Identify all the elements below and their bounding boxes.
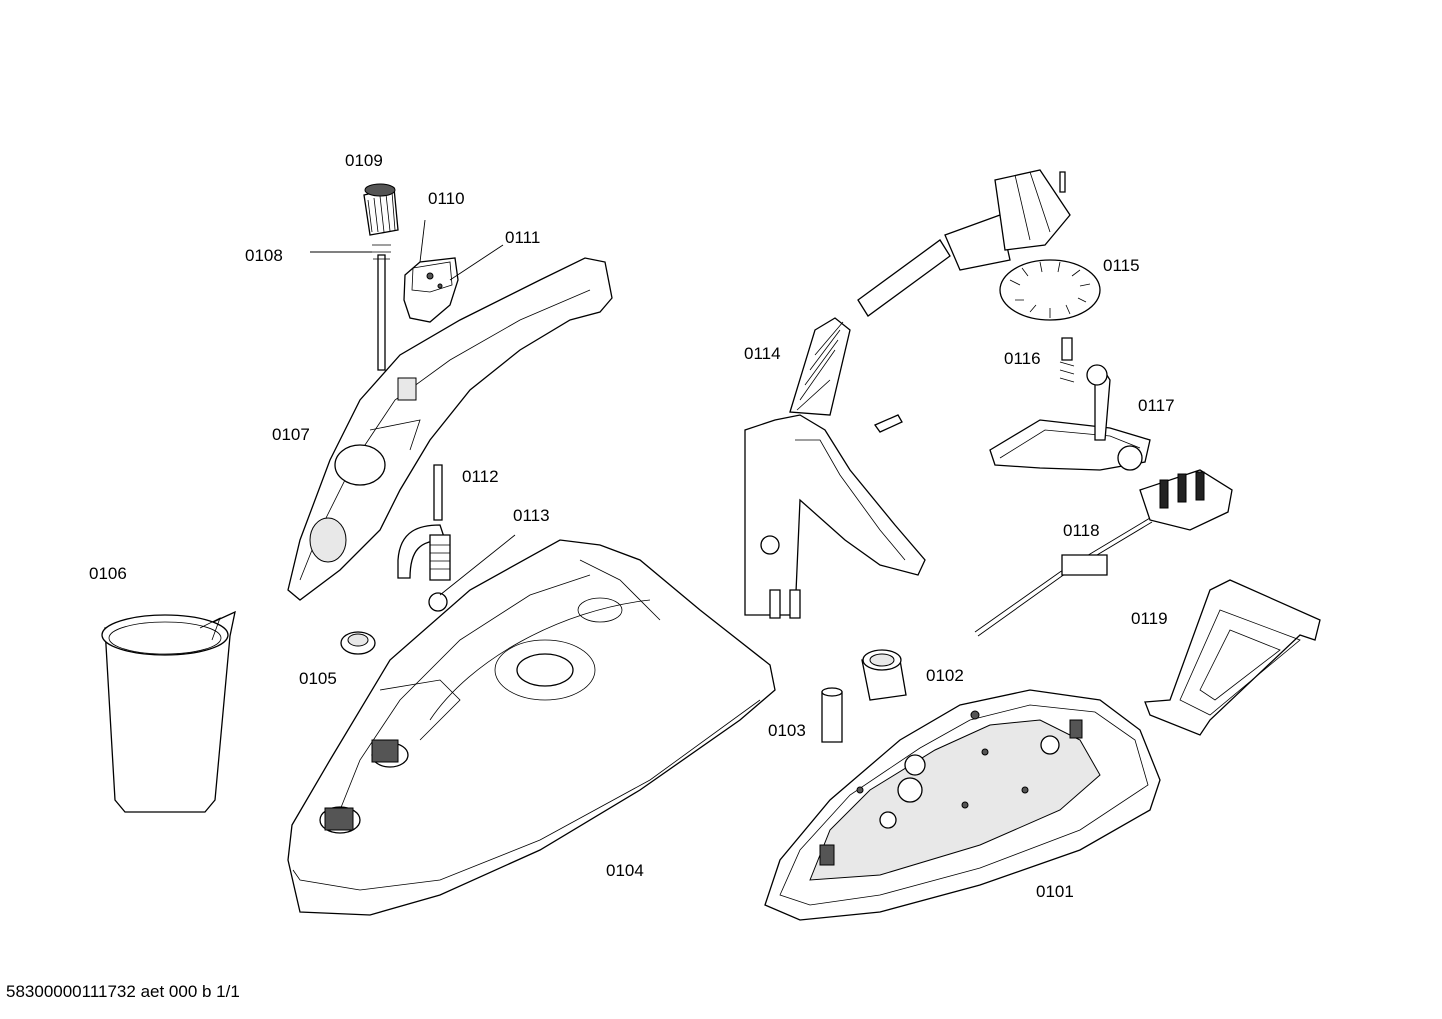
disc-part <box>1000 260 1100 320</box>
measuring-cup-part <box>102 612 235 812</box>
part-label-0104: 0104 <box>606 861 644 880</box>
part-label-0115: 0115 <box>1103 256 1140 275</box>
part-label-0113: 0113 <box>513 506 550 525</box>
part-label-0119: 0119 <box>1131 609 1168 628</box>
spring-part <box>1060 338 1074 382</box>
part-label-0111: 0111 <box>505 228 541 247</box>
part-label-0117: 0117 <box>1138 396 1175 415</box>
part-label-0110: 0110 <box>428 189 465 208</box>
part-label-0118: 0118 <box>1063 521 1100 540</box>
part-label-0102: 0102 <box>926 666 964 685</box>
part-label-0112: 0112 <box>462 467 499 486</box>
knob-part <box>364 184 398 235</box>
bracket-part <box>1145 580 1320 735</box>
part-label-0109: 0109 <box>345 151 383 170</box>
ball-part <box>429 593 447 611</box>
handle-part <box>288 258 612 600</box>
grommet-part <box>341 632 375 654</box>
wire-harness-part <box>975 470 1232 636</box>
part-label-0108: 0108 <box>245 246 283 265</box>
part-label-0114: 0114 <box>744 344 781 363</box>
iron-body-part <box>288 540 775 915</box>
part-label-0105: 0105 <box>299 669 337 688</box>
soleplate-part <box>765 690 1160 920</box>
leader-lines <box>310 220 515 595</box>
part-label-0106: 0106 <box>89 564 127 583</box>
part-label-0103: 0103 <box>768 721 806 740</box>
part-label-0107: 0107 <box>272 425 310 444</box>
thermostat-part <box>990 365 1150 470</box>
part-label-0116: 0116 <box>1004 349 1041 368</box>
bushing-part <box>862 650 906 700</box>
rod-part <box>372 245 391 370</box>
part-label-0101: 0101 <box>1036 882 1074 901</box>
document-footer-id: 58300000111732 aet 000 b 1/1 <box>6 982 240 1001</box>
handle-cover-part <box>404 258 458 322</box>
spacer-part <box>822 688 842 742</box>
cord-guard-part <box>745 318 925 618</box>
power-plug-part <box>858 170 1070 316</box>
valve-pin-part <box>398 465 450 580</box>
